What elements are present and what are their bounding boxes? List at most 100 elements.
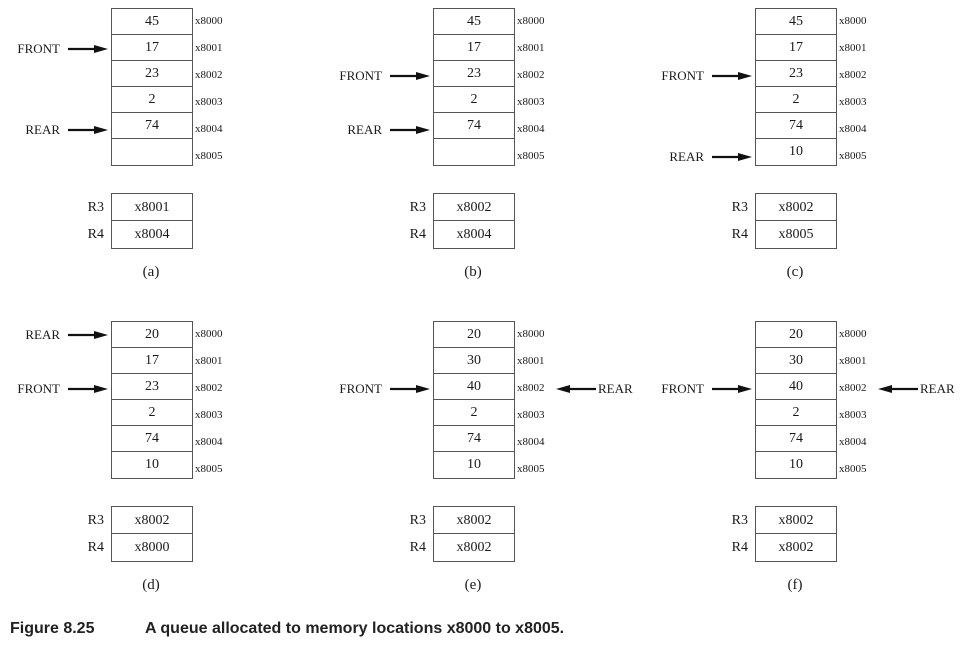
rear-pointer-arrow xyxy=(68,125,108,135)
memory-cell: 30 xyxy=(434,348,514,374)
rear-pointer-label: REAR xyxy=(347,121,382,137)
memory-address: x8001 xyxy=(839,355,867,367)
memory-address: x8004 xyxy=(839,436,867,448)
register-block: x8002 x8000 xyxy=(111,506,193,562)
arrow-right-icon xyxy=(68,44,108,53)
arrow-right-icon xyxy=(390,384,430,393)
front-pointer-label: FRONT xyxy=(17,40,60,56)
register-value: x8002 xyxy=(112,507,192,534)
register-value: x8001 xyxy=(112,194,192,221)
register-value: x8000 xyxy=(134,540,170,555)
register-name: R3 xyxy=(87,513,104,528)
memory-address: x8001 xyxy=(195,355,223,367)
memory-cell: 74 xyxy=(112,426,192,452)
register-name: R3 xyxy=(87,200,104,215)
memory-address: x8003 xyxy=(839,96,867,108)
rear-pointer-arrow xyxy=(68,330,108,340)
memory-cell: 45 xyxy=(434,9,514,35)
arrow-right-icon xyxy=(68,330,108,339)
register-value: x8002 xyxy=(756,194,836,221)
memory-address: x8000 xyxy=(195,15,223,27)
memory-cell: 30 xyxy=(756,348,836,374)
panel-label: (d) xyxy=(142,577,160,593)
memory-address: x8002 xyxy=(195,69,223,81)
memory-address: x8002 xyxy=(839,382,867,394)
memory-address: x8003 xyxy=(195,96,223,108)
front-pointer-label: FRONT xyxy=(661,380,704,396)
front-pointer-arrow xyxy=(68,384,108,394)
memory-address: x8002 xyxy=(517,382,545,394)
figure-number: Figure 8.25 xyxy=(10,620,95,637)
arrow-right-icon xyxy=(712,71,752,80)
memory-address: x8005 xyxy=(195,463,223,475)
memory-address: x8004 xyxy=(195,436,223,448)
figure-caption-text: A queue allocated to memory locations x8… xyxy=(145,620,565,637)
memory-cell: 20 xyxy=(434,322,514,348)
memory-cell: 2 xyxy=(756,87,836,113)
memory-cell: 40 xyxy=(434,374,514,400)
register-value: x8002 xyxy=(756,507,836,534)
front-pointer-arrow xyxy=(68,44,108,54)
memory-address: x8003 xyxy=(195,409,223,421)
memory-address: x8003 xyxy=(517,409,545,421)
memory-address: x8004 xyxy=(517,123,545,135)
memory-address: x8000 xyxy=(839,328,867,340)
memory-cell: 2 xyxy=(112,400,192,426)
memory-address: x8001 xyxy=(517,355,545,367)
front-pointer-arrow xyxy=(390,71,430,81)
register-name: R4 xyxy=(87,227,104,242)
rear-pointer-label: REAR xyxy=(25,121,60,137)
register-value: x8002 xyxy=(434,507,514,534)
memory-cell: 74 xyxy=(112,113,192,139)
memory-cell: 74 xyxy=(756,113,836,139)
arrow-left-icon xyxy=(878,384,918,393)
memory-address: x8004 xyxy=(195,123,223,135)
arrow-right-icon xyxy=(68,384,108,393)
rear-pointer-label: REAR xyxy=(920,380,955,396)
rear-pointer-arrow xyxy=(712,152,752,162)
front-pointer-arrow xyxy=(712,71,752,81)
register-value: x8002 xyxy=(434,194,514,221)
memory-address: x8005 xyxy=(517,463,545,475)
arrow-right-icon xyxy=(712,384,752,393)
memory-cell: 74 xyxy=(434,113,514,139)
memory-cell: 10 xyxy=(145,457,159,472)
memory-address: x8002 xyxy=(195,382,223,394)
front-pointer-label: FRONT xyxy=(339,380,382,396)
memory-address: x8001 xyxy=(517,42,545,54)
memory-cell: 10 xyxy=(467,457,481,472)
memory-cell: 20 xyxy=(756,322,836,348)
memory-address: x8000 xyxy=(195,328,223,340)
memory-address: x8004 xyxy=(839,123,867,135)
memory-cell: 17 xyxy=(434,35,514,61)
rear-pointer-arrow xyxy=(878,384,918,394)
register-name: R3 xyxy=(731,200,748,215)
memory-cell xyxy=(112,139,192,165)
front-pointer-label: FRONT xyxy=(661,67,704,83)
memory-cell: 23 xyxy=(112,61,192,87)
arrow-right-icon xyxy=(68,125,108,134)
memory-address: x8005 xyxy=(839,150,867,162)
panel-label: (a) xyxy=(142,264,160,280)
register-name: R4 xyxy=(731,540,748,555)
register-block: x8002 x8005 xyxy=(755,193,837,249)
register-value: x8005 xyxy=(778,227,814,242)
memory-cell: 74 xyxy=(434,426,514,452)
register-name: R4 xyxy=(409,227,426,242)
memory-cell: 23 xyxy=(112,374,192,400)
memory-address: x8001 xyxy=(195,42,223,54)
panel-label: (f) xyxy=(787,577,803,593)
